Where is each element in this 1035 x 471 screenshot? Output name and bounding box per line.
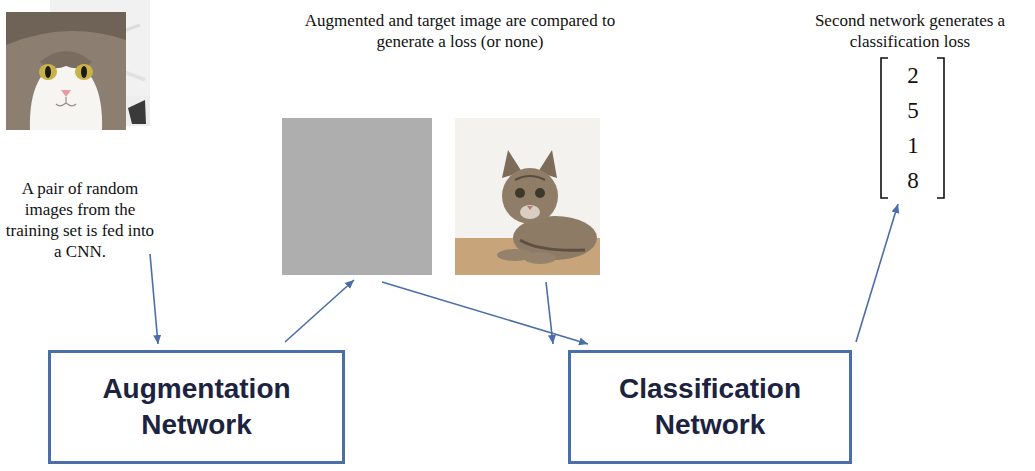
box-label: Augmentation Network (63, 371, 330, 443)
matrix-entry: 1 (893, 133, 933, 159)
matrix-entry: 2 (893, 63, 933, 89)
flow-arrow (285, 280, 354, 342)
augmented-image (282, 118, 432, 275)
process-box: Classification Network (568, 350, 852, 464)
box-label: Classification Network (583, 371, 837, 443)
matrix-entry: 5 (893, 98, 933, 124)
target-cat-photo (455, 118, 600, 275)
matrix-entry: 8 (893, 168, 933, 194)
annotation-text: Augmented and target image are compared … (285, 10, 635, 52)
matrix-bracket (881, 58, 944, 198)
caption-text: A pair of random images from the trainin… (0, 178, 160, 262)
flow-arrow (382, 282, 588, 344)
flow-arrow (150, 254, 158, 344)
annotation-text: Second network generates a classificatio… (785, 10, 1035, 52)
process-box: Augmentation Network (48, 350, 345, 464)
flow-arrow (856, 204, 898, 342)
flow-arrow (546, 282, 553, 344)
cat-face-photo (6, 12, 126, 130)
